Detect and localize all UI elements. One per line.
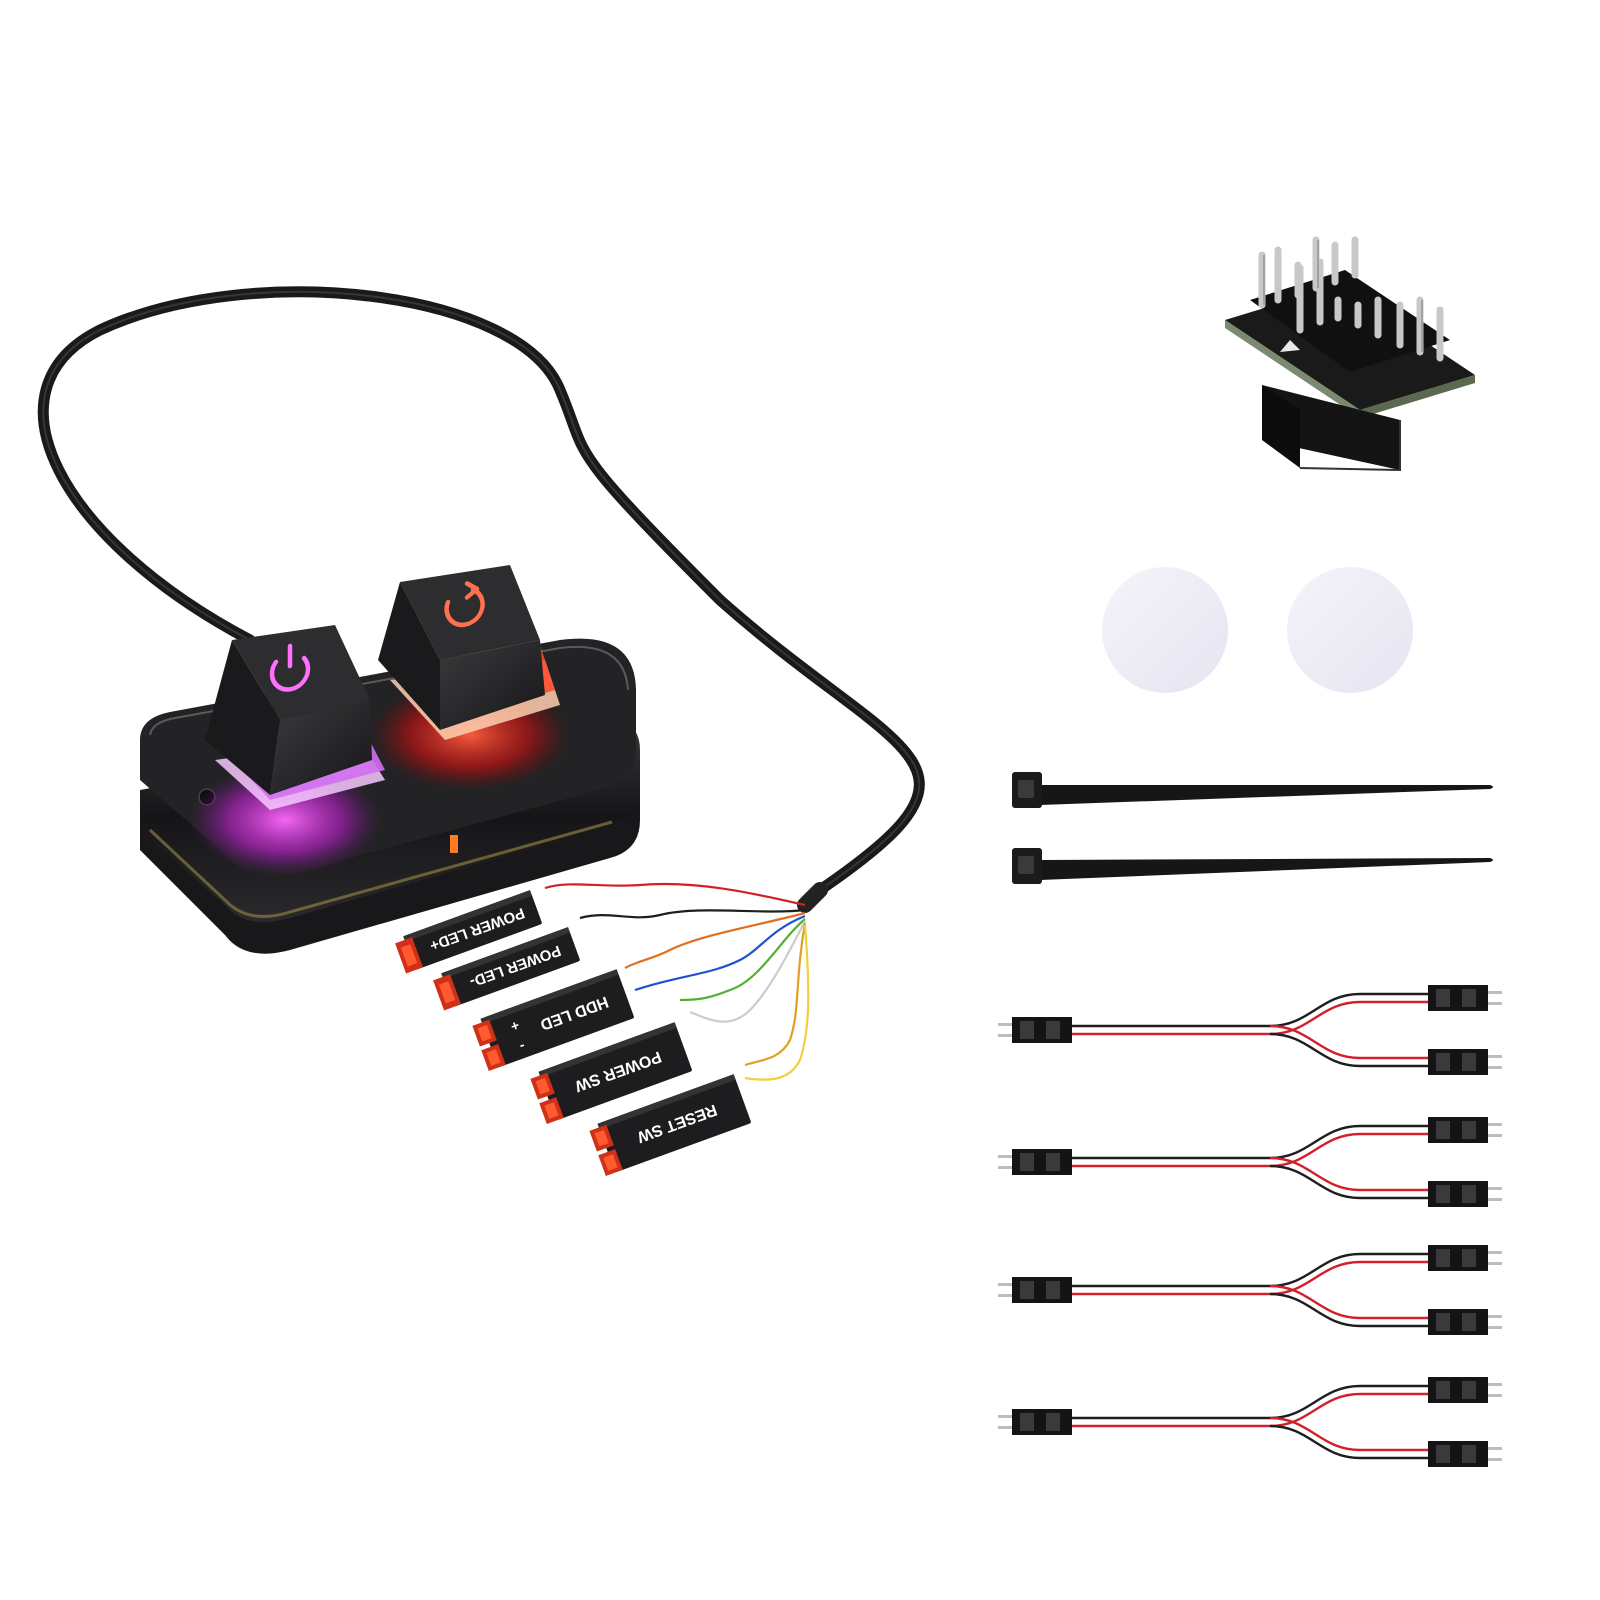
connector-power-sw: POWER SW [530, 1022, 692, 1124]
pin1-marker [1280, 340, 1300, 352]
dupont-plug [1428, 1441, 1502, 1467]
main-cable [37, 286, 925, 913]
reset-icon [444, 581, 485, 628]
power-key [190, 625, 385, 875]
status-led [450, 835, 458, 853]
dupont-plug [1428, 1117, 1502, 1143]
y-splitter [998, 1117, 1502, 1207]
dupont-plug [998, 1409, 1072, 1435]
hdd-minus-mark: - [517, 1039, 527, 1056]
adhesive-pad [1102, 567, 1228, 693]
adhesive-pad [1287, 567, 1413, 693]
y-splitter [998, 1377, 1502, 1467]
dupont-plug [998, 1149, 1072, 1175]
dupont-plug [998, 1017, 1072, 1043]
power-icon [269, 643, 311, 692]
dupont-plug [1428, 1181, 1502, 1207]
connector-reset-sw: RESET SW [589, 1074, 751, 1176]
cable-tie [1012, 772, 1493, 808]
cable-tie [1012, 848, 1493, 884]
reset-key [370, 565, 570, 790]
dupont-plug [1428, 1049, 1502, 1075]
y-splitter [998, 985, 1502, 1075]
dupont-plug [998, 1277, 1072, 1303]
header-pins [1258, 236, 1444, 362]
dupont-plug [1428, 1377, 1502, 1403]
y-splitter [998, 1245, 1502, 1335]
connector-hdd-led: HDD LED + - [472, 969, 634, 1071]
connector-power-led-plus: POWER LED+ [395, 890, 542, 974]
dupont-plug [1428, 1309, 1502, 1335]
splitter-cables [998, 985, 1502, 1467]
dupont-plug [1428, 1245, 1502, 1271]
dupont-plug [1428, 985, 1502, 1011]
pin-header-adapter [1225, 236, 1475, 472]
wire-fanout [544, 882, 810, 1081]
